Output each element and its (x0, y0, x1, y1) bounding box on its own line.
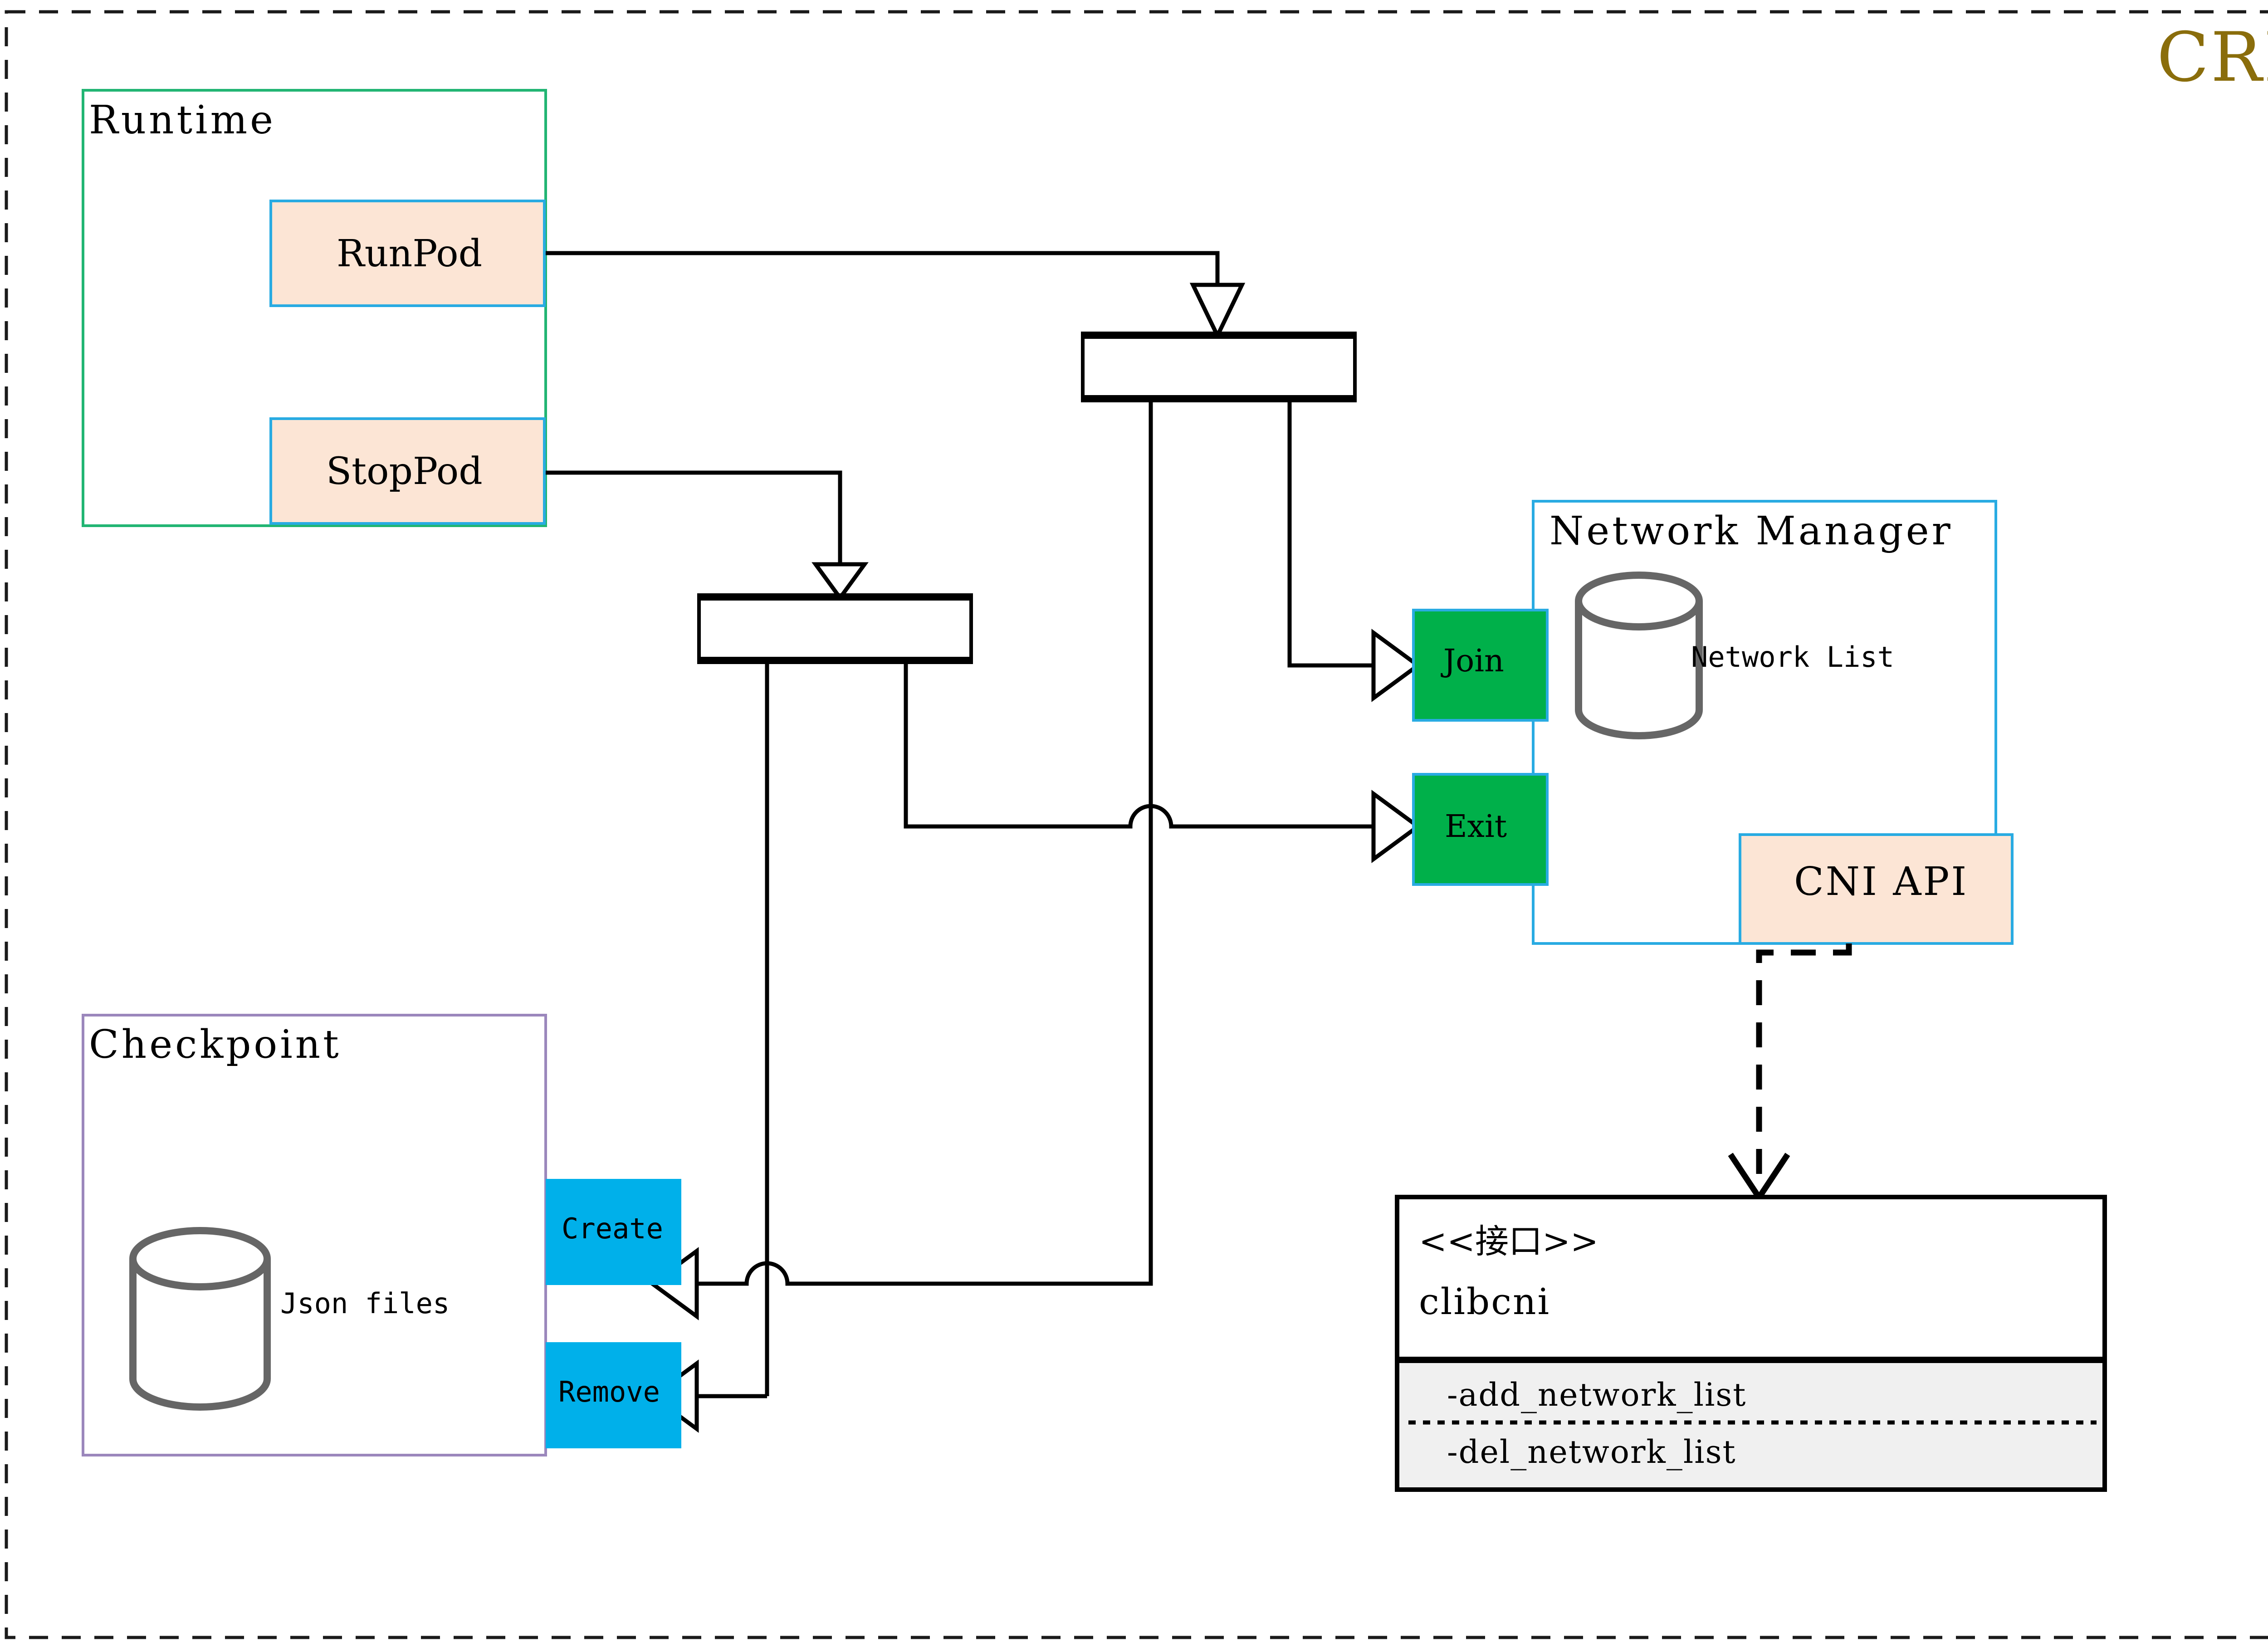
line-to-create (688, 1219, 1153, 1286)
line-junction1-right-to-join (1287, 402, 1383, 668)
cni-api-box (1739, 833, 2014, 945)
json-files-cylinder-icon (129, 1227, 271, 1411)
line-runpod-to-junction1 (544, 251, 1220, 329)
interface-methods-compartment (1399, 1360, 2102, 1487)
create-box (546, 1179, 681, 1285)
junction-bars (697, 332, 1357, 664)
realization-dashed-line (1756, 943, 1852, 1179)
stoppod-box (269, 417, 546, 525)
network-list-cylinder-icon (1575, 572, 1703, 739)
line-junction2-right-to-exit (904, 661, 1383, 829)
connector-lines (544, 251, 1383, 1398)
arrowhead-into-junction2 (811, 562, 869, 601)
exit-box (1412, 773, 1549, 886)
arrowhead-into-join (1371, 629, 1422, 702)
junction-bar-runpod (1081, 332, 1357, 402)
page-border (5, 10, 2268, 1639)
remove-box (546, 1342, 681, 1448)
junction-bar-stoppod (697, 593, 973, 664)
arrowhead-into-junction1 (1189, 283, 1246, 341)
join-box (1412, 609, 1549, 722)
runpod-box (269, 200, 546, 307)
arrowhead-into-exit (1371, 790, 1422, 863)
line-stoppod-to-junction2 (544, 470, 842, 570)
